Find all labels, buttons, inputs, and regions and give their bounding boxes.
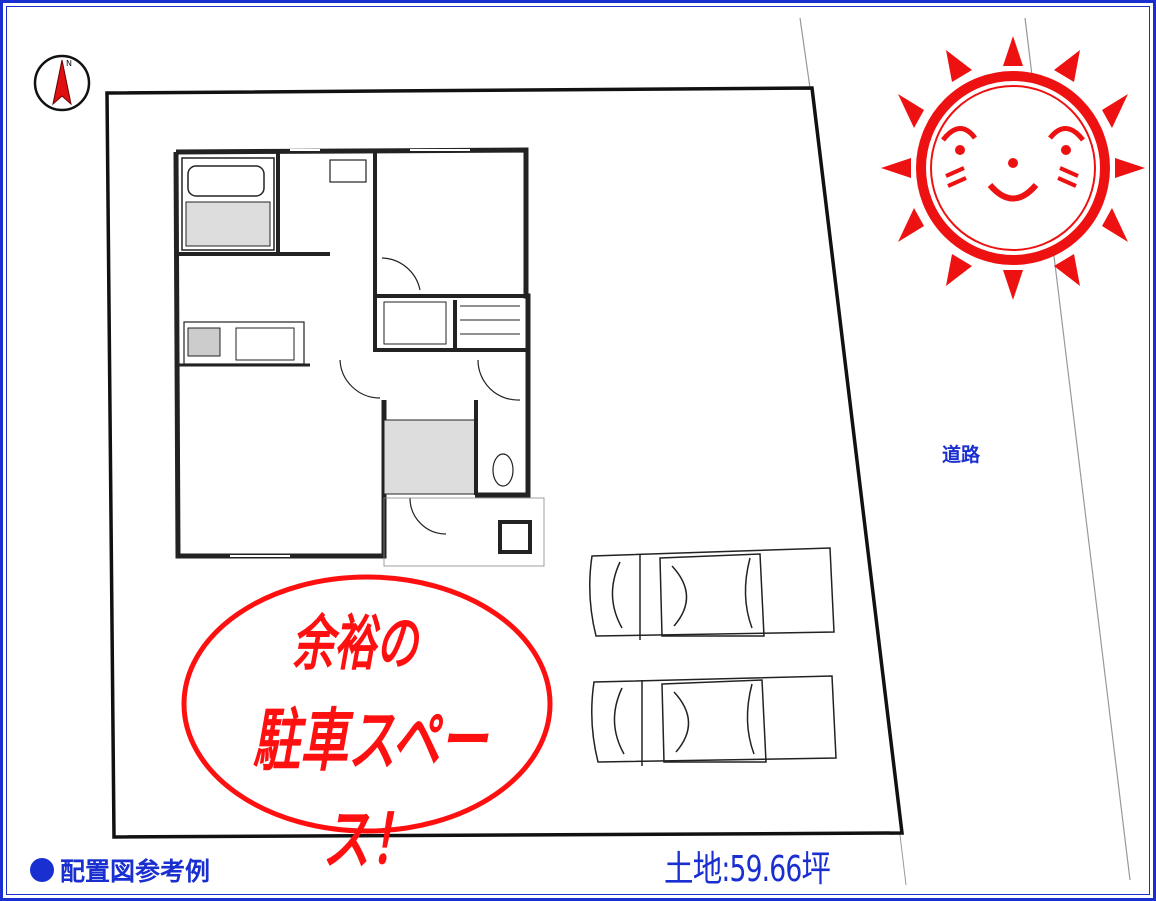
compass-icon: N	[33, 54, 91, 112]
car-icon-2	[591, 675, 837, 766]
svg-text:N: N	[66, 59, 72, 68]
car-icon-1	[589, 547, 835, 640]
lot-boundary	[105, 86, 904, 839]
road-edge-line	[799, 17, 811, 89]
bubble-text-line2: 駐車スペース！	[252, 702, 488, 880]
caption: 配置図参考例	[30, 852, 210, 888]
bubble-text-line1: 余裕の	[292, 609, 418, 679]
bullet-icon	[30, 858, 54, 882]
caption-text: 配置図参考例	[60, 857, 211, 886]
house-floor-plan	[173, 147, 545, 567]
road-edge-line-lower	[899, 834, 907, 886]
highlight-ellipse	[181, 574, 553, 834]
sun-icon	[881, 36, 1145, 300]
land-area: 土地:59.66坪	[664, 849, 831, 890]
road-label: 道路	[942, 444, 981, 466]
border-frame-inner	[6, 6, 1150, 895]
